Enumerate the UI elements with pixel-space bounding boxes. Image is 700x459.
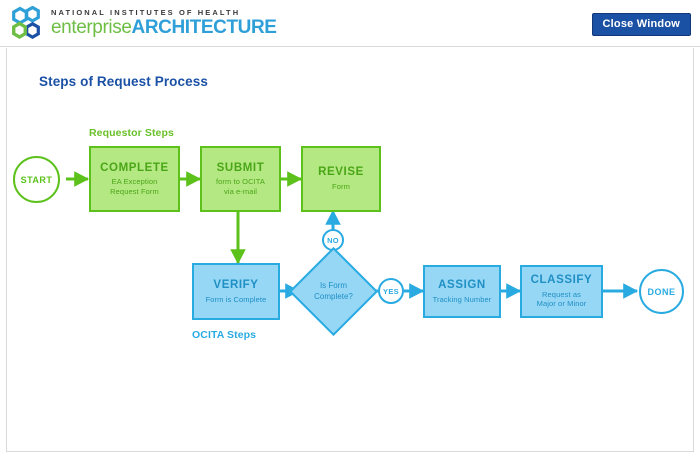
node-decision-line-1: Is Form	[319, 281, 348, 291]
node-complete-title: COMPLETE	[100, 161, 169, 174]
node-decision-line-2: Complete?	[314, 291, 353, 301]
node-classify-title: CLASSIFY	[530, 274, 593, 287]
node-assign[interactable]: ASSIGN Tracking Number	[423, 265, 501, 318]
lane-label-requestor-steps: Requestor Steps	[89, 127, 174, 139]
logo-nih-line: NATIONAL INSTITUTES OF HEALTH	[51, 7, 241, 17]
node-decision-is-form-complete[interactable]: Is Form Complete?	[288, 246, 379, 337]
nih-hexagon-molecule-logo-icon	[12, 5, 46, 40]
node-verify-subtitle-1: Form is Complete	[205, 294, 267, 304]
logo-wordmark: NATIONAL INSTITUTES OF HEALTH enterprise…	[51, 9, 277, 38]
node-revise[interactable]: REVISE Form	[301, 146, 381, 212]
page-header: NATIONAL INSTITUTES OF HEALTH enterprise…	[0, 0, 700, 47]
node-revise-title: REVISE	[318, 166, 364, 179]
content-panel	[6, 48, 694, 452]
logo-word-architecture: ARCHITECTURE	[131, 17, 277, 39]
node-classify-subtitle-1: Request as	[542, 289, 581, 299]
node-yes-title: YES	[383, 286, 399, 296]
node-complete[interactable]: COMPLETE EA Exception Request Form	[89, 146, 180, 212]
node-submit-title: SUBMIT	[216, 161, 265, 174]
node-start-title: START	[20, 174, 53, 185]
node-verify[interactable]: VERIFY Form is Complete	[192, 263, 280, 320]
node-verify-title: VERIFY	[213, 278, 259, 291]
logo-ea-line: enterpriseARCHITECTURE	[51, 18, 277, 37]
node-submit-subtitle-2: via e-mail	[223, 186, 258, 196]
node-complete-subtitle-2: Request Form	[110, 186, 159, 196]
node-complete-subtitle-1: EA Exception	[111, 177, 158, 187]
close-window-button[interactable]: Close Window	[591, 13, 691, 36]
node-classify-subtitle-2: Major or Minor	[536, 299, 587, 309]
logo-word-enterprise: enterprise	[51, 17, 132, 39]
node-start[interactable]: START	[13, 156, 60, 203]
node-assign-title: ASSIGN	[438, 278, 486, 291]
node-yes[interactable]: YES	[378, 278, 404, 304]
node-assign-subtitle-1: Tracking Number	[432, 294, 492, 304]
node-done[interactable]: DONE	[639, 269, 684, 314]
node-submit[interactable]: SUBMIT form to OCITA via e-mail	[200, 146, 281, 212]
node-decision-label: Is Form Complete?	[302, 260, 365, 323]
node-submit-subtitle-1: form to OCITA	[215, 177, 266, 187]
node-done-title: DONE	[647, 286, 676, 297]
page-title: Steps of Request Process	[39, 74, 208, 89]
nih-enterprise-architecture-logo: NATIONAL INSTITUTES OF HEALTH enterprise…	[12, 5, 277, 40]
node-no-title: NO	[327, 235, 339, 245]
node-revise-subtitle-1: Form	[332, 182, 350, 192]
lane-label-ocita-steps: OCITA Steps	[192, 329, 257, 341]
node-classify[interactable]: CLASSIFY Request as Major or Minor	[520, 265, 603, 318]
